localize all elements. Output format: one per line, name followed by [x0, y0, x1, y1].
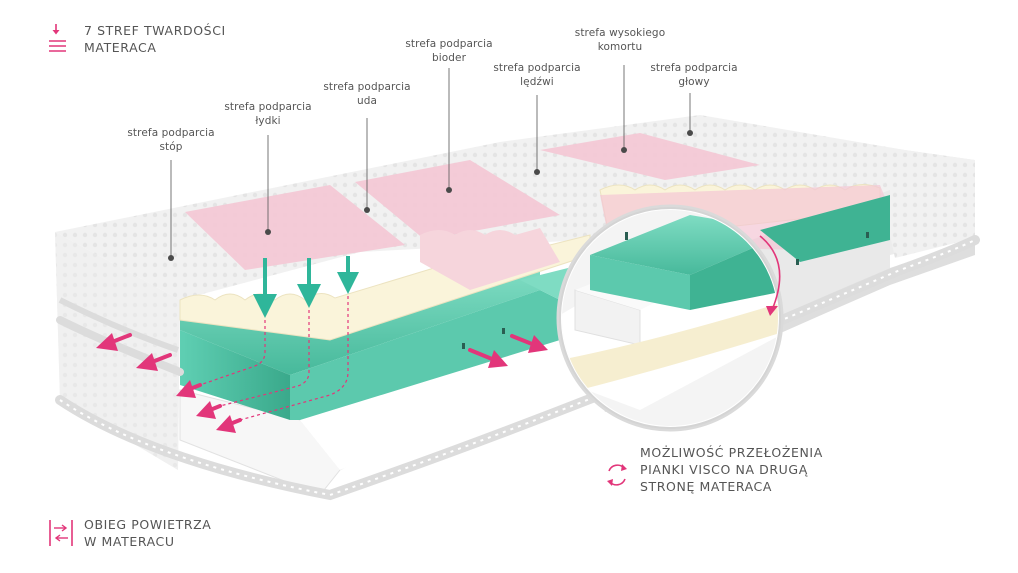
legend-zones-text: 7 STREF TWARDOŚCI MATERACA	[84, 23, 226, 55]
legend-swap: MOŻLIWOŚĆ PRZEŁOŻENIA PIANKI VISCO NA DR…	[604, 444, 823, 495]
airflow-arrow-4	[196, 401, 222, 419]
airflow-arrow-3	[176, 380, 202, 398]
airflow-arrow-7	[510, 334, 548, 353]
airflow-arrows-icon	[48, 516, 74, 550]
legend-swap-text: MOŻLIWOŚĆ PRZEŁOŻENIA PIANKI VISCO NA DR…	[640, 445, 823, 494]
zone-dot-head	[687, 130, 693, 136]
zone-tint-hip	[355, 160, 560, 240]
airflow-arrow-1	[96, 333, 132, 351]
zone-dot-comfort	[621, 147, 627, 153]
zone-label-hip: strefa podparcia bioder	[405, 38, 493, 64]
pressure-arrow-1	[253, 258, 277, 318]
zone-label-head: strefa podparcia głowy	[650, 62, 738, 88]
zone-dot-lumbar	[534, 169, 540, 175]
pressure-arrow-3	[337, 256, 359, 294]
mattress-top-cover	[55, 115, 905, 300]
airflow-arrow-6	[468, 348, 508, 368]
zone-dot-hip	[446, 187, 452, 193]
zone-dot-thigh	[364, 207, 370, 213]
zone-dot-feet	[168, 255, 174, 261]
pressure-arrow-2	[297, 258, 321, 308]
zone-dot-calf	[265, 229, 271, 235]
zone-label-calf: strefa podparcia łydki	[224, 101, 312, 127]
stacked-lines-arrow-icon	[48, 22, 74, 56]
airflow-arrow-5	[216, 415, 242, 433]
rotate-arrows-icon	[604, 458, 630, 492]
zone-tint-calf	[185, 185, 405, 270]
pressure-arrows	[253, 256, 359, 318]
airflow-arrows	[96, 333, 548, 433]
zone-label-thigh: strefa podparcia uda	[323, 81, 411, 107]
zone-leaders	[170, 65, 691, 258]
zoom-lens	[556, 204, 784, 432]
zone-label-comfort: strefa wysokiego komortu	[574, 27, 666, 53]
airflow-arrow-2	[136, 353, 172, 371]
legend-airflow-text: OBIEG POWIETRZA W MATERACU	[84, 517, 212, 549]
zone-label-lumbar: strefa podparcia lędźwi	[493, 62, 581, 88]
airflow-paths	[199, 296, 349, 421]
legend-zones: 7 STREF TWARDOŚCI MATERACA	[48, 22, 226, 56]
zone-label-feet: strefa podparcia stóp	[127, 127, 215, 153]
zone-tint-comfort	[540, 133, 760, 180]
legend-airflow: OBIEG POWIETRZA W MATERACU	[48, 516, 211, 550]
